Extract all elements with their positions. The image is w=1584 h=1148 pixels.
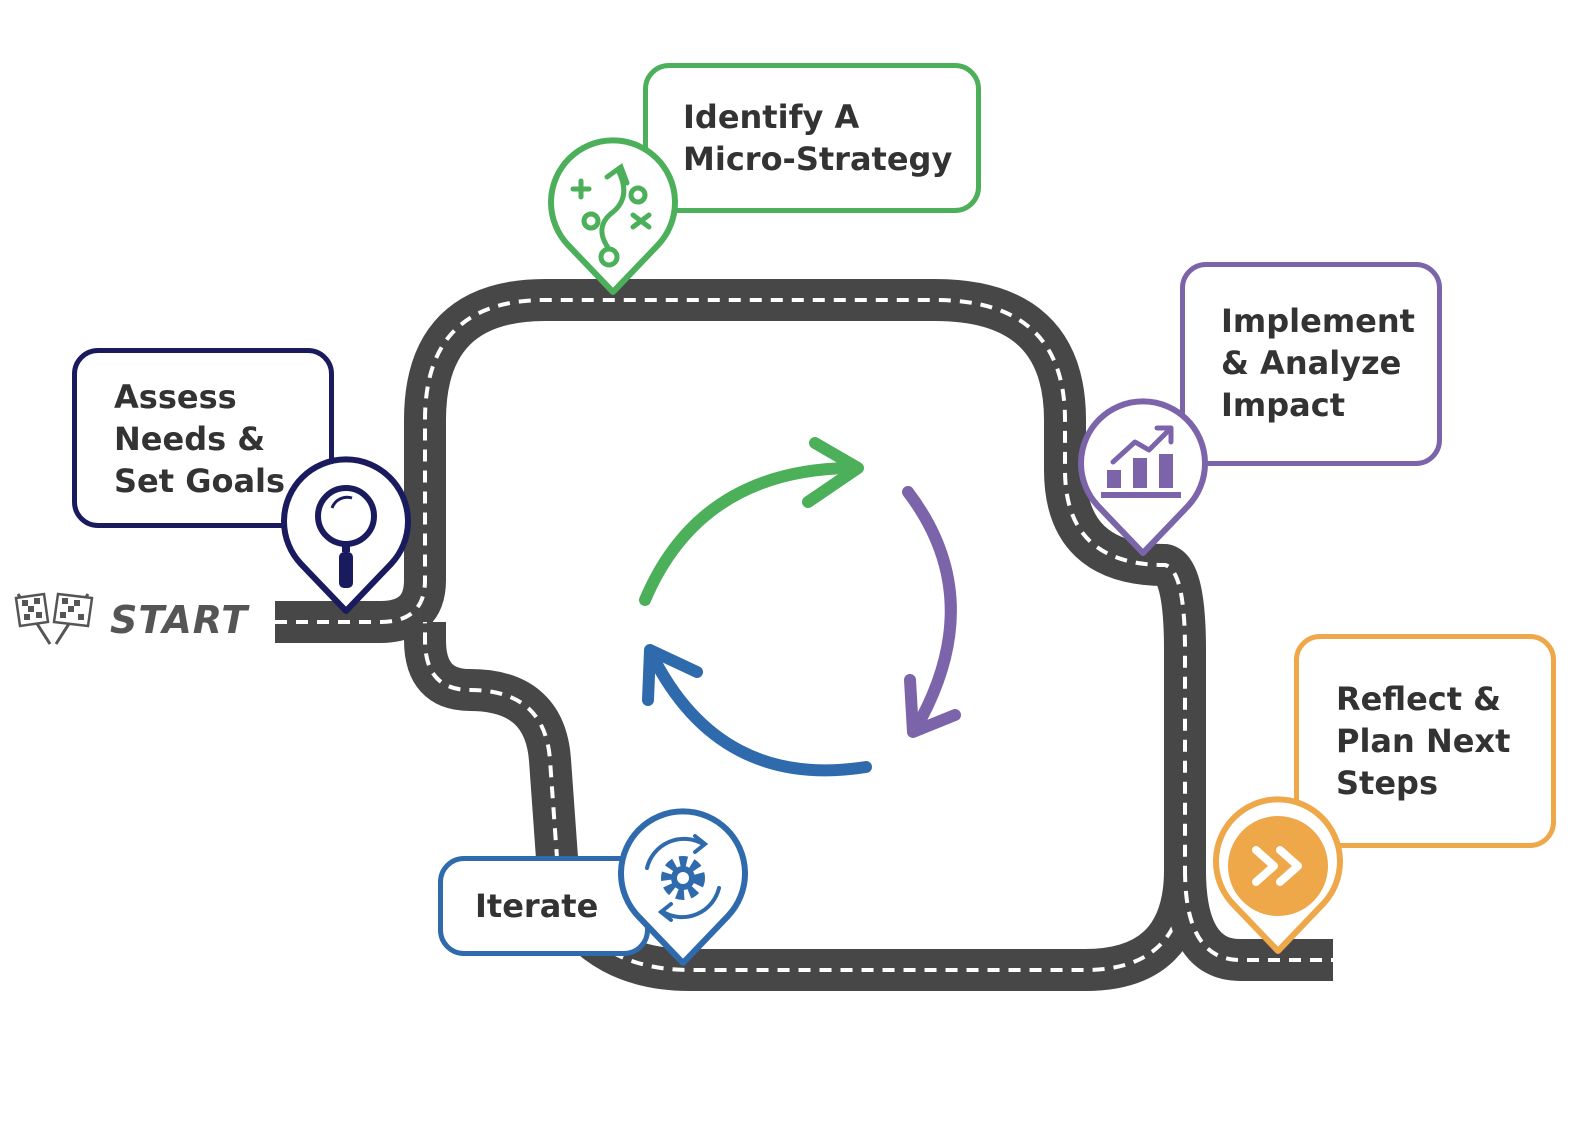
pin-assess — [281, 456, 411, 614]
road-dashes — [275, 298, 1187, 972]
pin-identify — [548, 137, 678, 295]
pin-reflect — [1213, 796, 1343, 954]
cycle-arrow-purple — [902, 486, 957, 736]
step-label-identify: Identify A Micro-Strategy — [683, 98, 953, 178]
step-box-implement — [1180, 262, 1442, 466]
road — [275, 279, 1333, 991]
checkered-flags-icon — [14, 592, 94, 645]
start-label: START — [110, 598, 249, 642]
gear-cycle-icon — [645, 834, 721, 922]
fast-forward-icon — [1228, 816, 1328, 916]
cycle-arrowhead-purple — [904, 674, 961, 738]
step-box-identify — [643, 63, 981, 213]
cycle-arrowhead-green — [802, 437, 864, 508]
cycle-arrowhead-blue — [642, 644, 703, 706]
cycle-arrow-blue — [646, 649, 872, 777]
cycle-arrows — [639, 437, 961, 777]
step-label-implement: Implement & Analyze Impact — [1221, 302, 1415, 424]
step-label-assess: Assess Needs & Set Goals — [114, 378, 286, 500]
step-box-reflect — [1294, 634, 1556, 848]
road-exit-dashes — [1183, 869, 1333, 962]
growth-chart-icon — [1101, 425, 1181, 498]
step-box-assess — [72, 348, 334, 528]
strategy-play-icon — [570, 163, 652, 268]
cycle-arrow-green — [639, 462, 856, 606]
step-label-reflect: Reflect & Plan Next Steps — [1336, 680, 1511, 802]
step-label-iterate: Iterate — [475, 887, 599, 925]
magnifier-icon — [315, 485, 377, 588]
pin-implement — [1078, 398, 1208, 556]
pin-iterate — [618, 808, 748, 966]
